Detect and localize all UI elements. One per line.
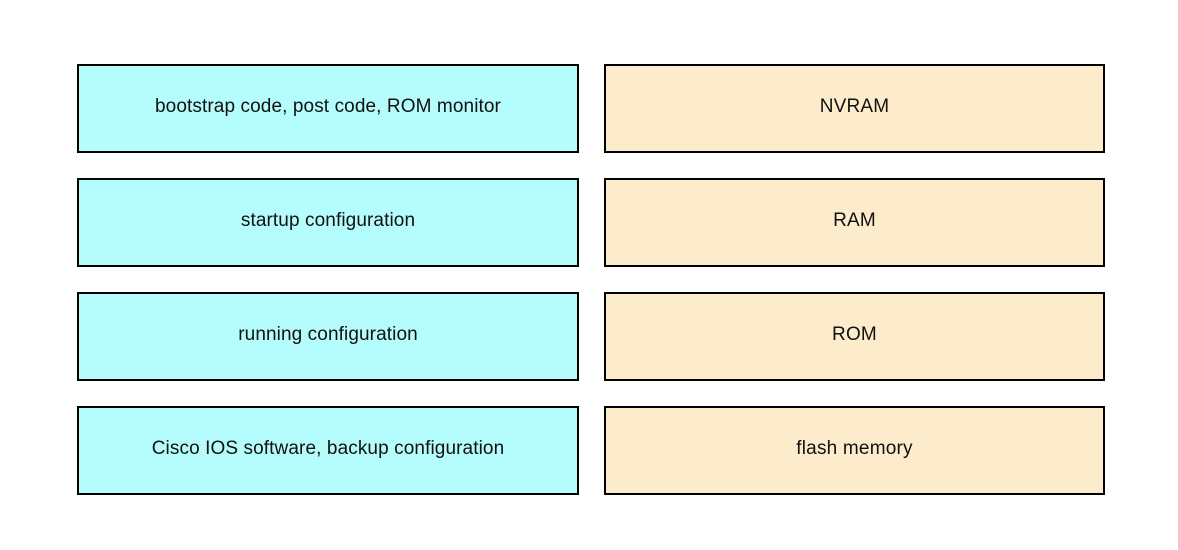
description-box-bootstrap-code[interactable]: bootstrap code, post code, ROM monitor [77,64,579,153]
description-box-label: running configuration [238,324,418,345]
memory-box-label: flash memory [796,438,913,459]
description-box-label: bootstrap code, post code, ROM monitor [155,96,501,117]
memory-box-ram[interactable]: RAM [604,178,1105,267]
description-box-cisco-ios-software[interactable]: Cisco IOS software, backup configuration [77,406,579,495]
description-box-running-configuration[interactable]: running configuration [77,292,579,381]
memory-box-label: ROM [832,324,877,345]
memory-box-label: NVRAM [819,96,890,117]
description-box-startup-configuration[interactable]: startup configuration [77,178,579,267]
description-box-label: Cisco IOS software, backup configuration [151,438,505,459]
memory-box-rom[interactable]: ROM [604,292,1105,381]
memory-box-nvram[interactable]: NVRAM [604,64,1105,153]
description-box-label: startup configuration [240,210,416,231]
memory-types-column: NVRAM RAM ROM flash memory [604,64,1105,495]
memory-box-label: RAM [833,210,876,231]
descriptions-column: bootstrap code, post code, ROM monitor s… [77,64,579,495]
memory-box-flash-memory[interactable]: flash memory [604,406,1105,495]
